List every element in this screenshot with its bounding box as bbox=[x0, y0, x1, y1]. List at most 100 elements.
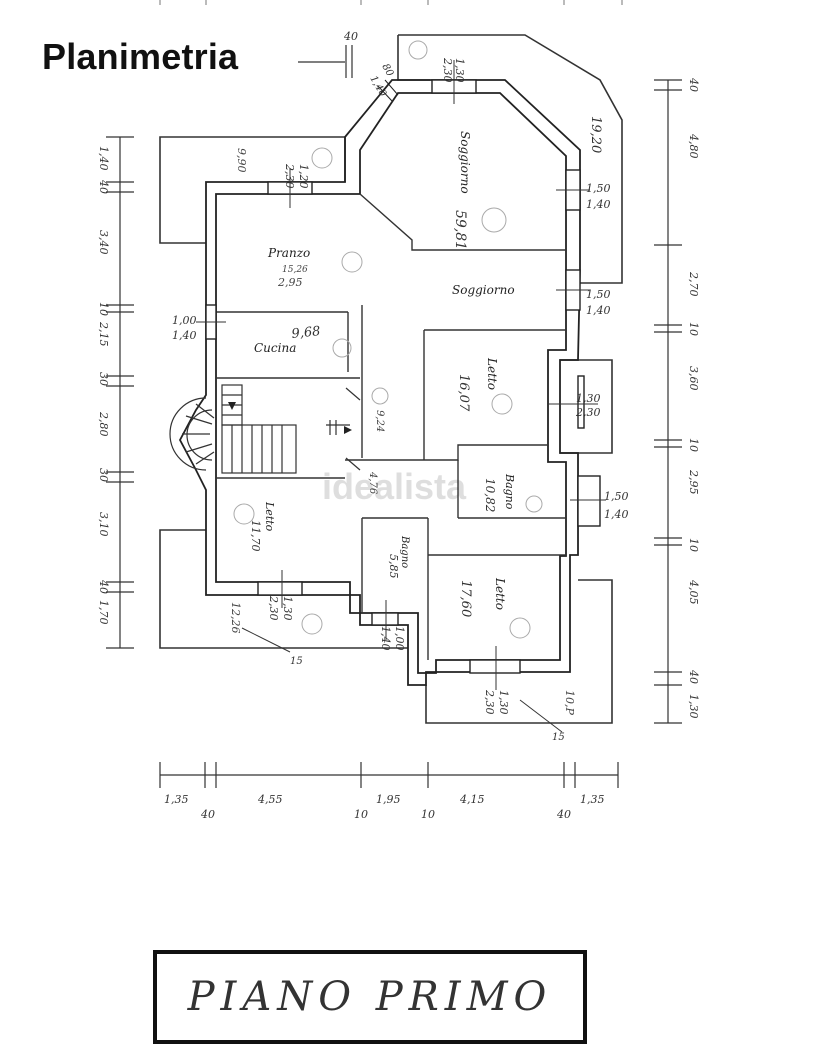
wall-outer bbox=[178, 79, 581, 686]
balcony-area-bottom-left: 12,26 bbox=[229, 602, 242, 634]
room-label-soggiorno-mid: Soggiorno bbox=[452, 283, 515, 297]
room-label-soggiorno-top: Soggiorno bbox=[458, 131, 472, 194]
stair-arrow-icon bbox=[228, 402, 236, 410]
dim-label-bottom: 10 bbox=[354, 808, 368, 821]
top-ticks bbox=[159, 0, 623, 5]
dim-label-right: 10 bbox=[687, 438, 700, 452]
dim-label-bottom: 4,55 bbox=[257, 793, 283, 806]
dim-label-bottom: 1,35 bbox=[164, 793, 189, 806]
window-label: 1,40 bbox=[586, 304, 611, 317]
room-area-bagno-right: 10,82 bbox=[483, 478, 497, 512]
window-label: 40 bbox=[343, 30, 358, 43]
dim-label-right: 40 bbox=[687, 77, 700, 92]
dim-label-left: 30 bbox=[97, 468, 110, 482]
balcony-area-top-right: 19,20 bbox=[588, 116, 603, 153]
dim-label-right: 10 bbox=[687, 538, 700, 552]
exterior-walls bbox=[178, 79, 581, 686]
opening-bagno-right bbox=[577, 475, 601, 527]
title-pointer bbox=[298, 45, 353, 78]
room-label-pranzo: Pranzo bbox=[267, 246, 310, 260]
room-area-letto-bottom: 17,60 bbox=[458, 580, 473, 617]
dim-label-left: 30 bbox=[97, 372, 110, 386]
window-label: 1,40 bbox=[172, 329, 197, 342]
window-label: 1,40 bbox=[367, 74, 388, 99]
room-label-bagno-right: Bagno bbox=[503, 473, 516, 510]
dim-label-right: 2,95 bbox=[687, 469, 700, 495]
dim-label-left: 40 bbox=[97, 179, 110, 194]
window-label: 2,30 bbox=[575, 406, 601, 419]
opening-letto-bottom bbox=[469, 659, 521, 674]
dim-label-bottom: 40 bbox=[200, 808, 215, 821]
floor-label: PIANO PRIMO bbox=[187, 974, 553, 1020]
wall-soggiorno-split bbox=[359, 193, 566, 251]
dim-label-bottom: 4,15 bbox=[459, 793, 485, 806]
balcony-area-bottom-right: 10,P bbox=[563, 690, 576, 715]
window-label: 1,50 bbox=[586, 182, 611, 195]
dim-label-right: 10 bbox=[687, 322, 700, 336]
stair-arrow-icon bbox=[344, 426, 352, 434]
dim-label-right: 3,60 bbox=[687, 366, 700, 391]
staircase bbox=[169, 384, 361, 474]
balcony-bottom-left bbox=[159, 529, 408, 649]
opening-balcony-right bbox=[577, 375, 585, 429]
balcony-top-left-inner bbox=[206, 136, 346, 182]
window-label: 1,40 bbox=[379, 626, 392, 651]
room-label-letto-left: Letto bbox=[263, 501, 276, 532]
dim-label-right: 4,05 bbox=[687, 579, 700, 605]
balcony-right-small bbox=[560, 359, 613, 454]
window-label: 1,30 bbox=[453, 58, 466, 83]
dim-label-bottom: 1,35 bbox=[580, 793, 605, 806]
window-label: 2,30 bbox=[283, 163, 296, 189]
window-label: 1,00 bbox=[172, 314, 197, 327]
wall-inner bbox=[215, 92, 567, 674]
window-label: 15 bbox=[552, 732, 565, 743]
window-label: 1,30 bbox=[576, 392, 601, 405]
room-area-stair: 9,24 bbox=[374, 410, 385, 432]
room-area-soggiorno-top: 59,81 bbox=[452, 210, 468, 250]
dim-bottom bbox=[159, 762, 619, 788]
dim-label-right: 40 bbox=[687, 669, 700, 684]
room-height-pranzo: 2,95 bbox=[277, 276, 303, 289]
openings bbox=[205, 79, 601, 674]
room-area-cucina: 9,68 bbox=[291, 324, 321, 342]
balcony-bottom-right bbox=[425, 579, 613, 724]
dim-label-bottom: 40 bbox=[556, 808, 571, 821]
room-label-bagno-small: Bagno bbox=[399, 535, 410, 568]
dim-label-left: 40 bbox=[97, 579, 110, 594]
watermark: idealista bbox=[322, 466, 467, 507]
dim-label-bottom: 10 bbox=[421, 808, 435, 821]
dim-label-right: 1,30 bbox=[687, 694, 700, 719]
dim-label-left: 3,10 bbox=[97, 512, 110, 537]
room-label-cucina: Cucina bbox=[254, 341, 296, 355]
page-title: Planimetria bbox=[42, 36, 239, 77]
dim-label-right: 2,70 bbox=[687, 271, 700, 297]
room-area-pranzo: 15,26 bbox=[282, 265, 308, 275]
window-label: 2,30 bbox=[267, 595, 280, 621]
window-label: 1,50 bbox=[586, 288, 611, 301]
window-marks bbox=[196, 60, 606, 690]
room-area-letto-mid: 16,07 bbox=[456, 374, 471, 412]
window-label: 80 bbox=[379, 62, 395, 79]
dim-left bbox=[106, 136, 134, 649]
window-label: 1,40 bbox=[586, 198, 611, 211]
dim-label-left: 3,40 bbox=[97, 230, 110, 255]
balcony-top-right bbox=[398, 34, 623, 284]
dim-label-left: 2,80 bbox=[97, 411, 110, 437]
dim-right bbox=[654, 79, 682, 724]
room-label-letto-mid: Letto bbox=[485, 357, 499, 390]
room-area-letto-left: 11,70 bbox=[249, 520, 262, 552]
opening-bagno-small bbox=[371, 612, 399, 626]
window-label: 1,20 bbox=[297, 164, 310, 189]
opening-letto-left bbox=[257, 581, 303, 596]
window-label: 15 bbox=[290, 656, 303, 667]
room-area-hall: 4,76 bbox=[367, 471, 378, 495]
dim-label-left: 2,15 bbox=[97, 321, 110, 347]
interior-walls bbox=[216, 193, 566, 660]
window-label: 1,50 bbox=[604, 490, 629, 503]
window-label: 2,30 bbox=[483, 689, 496, 715]
floor-label-box: PIANO PRIMO bbox=[153, 950, 587, 1044]
dim-label-left: 10 bbox=[97, 302, 110, 316]
window-label: 1,30 bbox=[281, 596, 294, 621]
window-label: 1,00 bbox=[393, 626, 406, 651]
